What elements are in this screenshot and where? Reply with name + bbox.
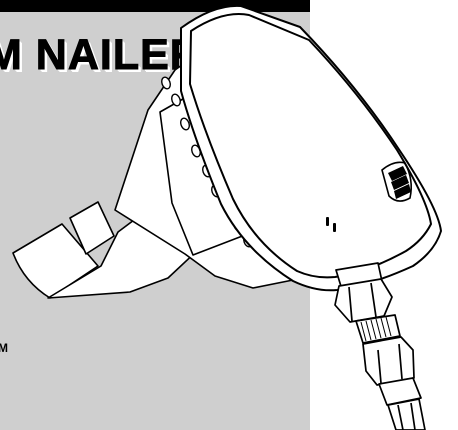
grip-ridges (388, 166, 411, 199)
hex-nut (335, 279, 392, 322)
fitting-stem (379, 378, 421, 405)
vent-hole (160, 76, 172, 90)
grip-outline (382, 162, 411, 201)
knurled-ring (356, 315, 400, 343)
palm-nailer-side-cap (181, 6, 441, 290)
vent-hole (179, 117, 191, 131)
vent-hole (170, 93, 182, 107)
product-title: M NAILER (0, 31, 202, 79)
housing-detail-marks (326, 217, 336, 232)
cap-inner-rim (190, 14, 431, 277)
left-connector-end (13, 224, 98, 298)
left-connector-face (70, 202, 114, 254)
partial-label-text: M (0, 341, 8, 355)
fitting-tip (388, 399, 425, 430)
air-inlet-fitting (335, 263, 425, 430)
coupling-body (363, 337, 414, 385)
